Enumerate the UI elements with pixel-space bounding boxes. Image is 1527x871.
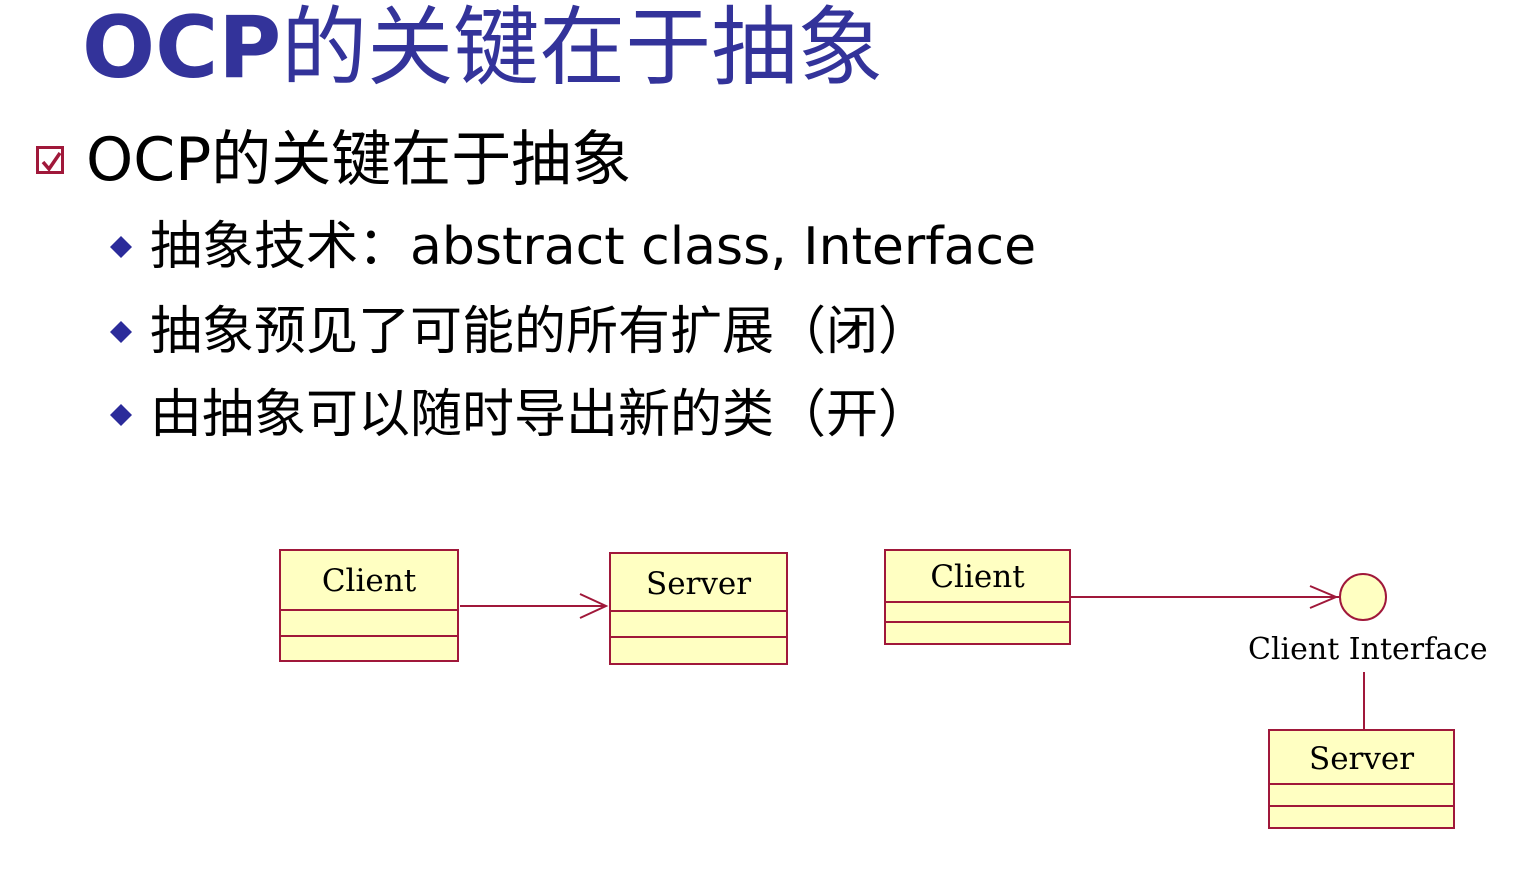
checkbox-icon <box>36 146 64 174</box>
uml-class-server-left: Server <box>609 552 788 665</box>
class-name: Server <box>1308 741 1415 777</box>
diamond-icon <box>110 404 132 426</box>
page-title: OCP的关键在于抽象 <box>82 0 883 96</box>
uml-class-client-left: Client <box>279 549 459 662</box>
main-bullet-text: OCP的关键在于抽象 <box>86 125 632 195</box>
title-rest: 的关键在于抽象 <box>281 0 884 98</box>
class-name: Client <box>930 559 1025 595</box>
diamond-icon <box>110 236 132 258</box>
arrow-client-to-interface <box>1071 585 1339 609</box>
interface-label: Client Interface <box>1248 632 1488 667</box>
title-prefix: OCP <box>82 0 282 98</box>
uml-class-server-right: Server <box>1268 729 1455 829</box>
uml-class-client-right: Client <box>884 549 1071 645</box>
class-name: Server <box>645 566 752 602</box>
sub-bullet-text: 抽象预见了可能的所有扩展（闭） <box>150 302 931 362</box>
sub-bullet-text: 抽象技术：abstract class, Interface <box>150 217 1037 277</box>
class-name: Client <box>321 563 417 599</box>
interface-lollipop-icon <box>1339 573 1387 621</box>
arrow-client-to-server <box>460 593 609 619</box>
diamond-icon <box>110 321 132 343</box>
sub-bullet-text: 由抽象可以随时导出新的类（开） <box>150 385 931 445</box>
